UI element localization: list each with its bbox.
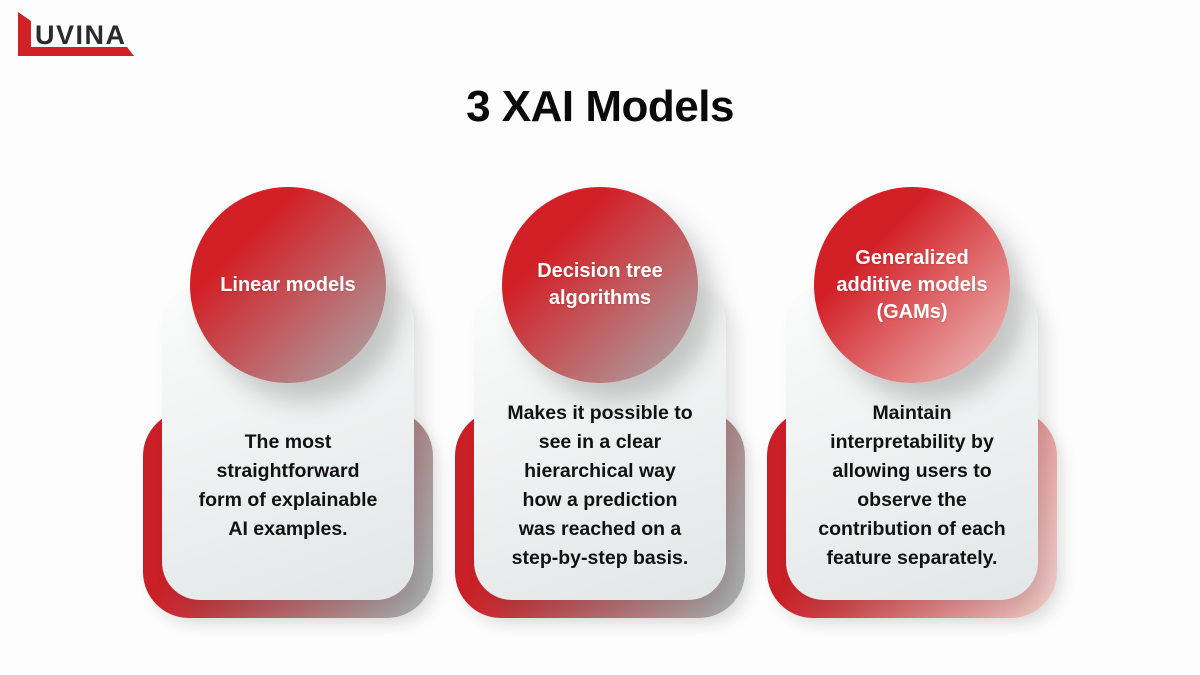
page-title: 3 XAI Models	[466, 82, 734, 131]
logo-l-shape	[18, 12, 31, 56]
model-circle: Decision tree algorithms	[502, 187, 698, 383]
model-name: Generalized additive models (GAMs)	[836, 246, 988, 323]
luvina-logo-graphic: UVINA	[18, 12, 134, 56]
card-description-area: Maintain interpretability by allowing us…	[786, 380, 1038, 592]
model-cards-row: The most straightforward form of explain…	[143, 187, 1057, 647]
logo-text: UVINA	[35, 20, 127, 50]
model-name: Linear models	[220, 273, 356, 296]
model-circle: Generalized additive models (GAMs)	[814, 187, 1010, 383]
card-description: Makes it possible to see in a clear hier…	[507, 402, 693, 569]
card-description-area: Makes it possible to see in a clear hier…	[474, 380, 726, 592]
card-panel: The most straightforward form of explain…	[162, 285, 414, 600]
model-card-decision-tree: Makes it possible to see in a clear hier…	[455, 187, 745, 647]
logo-underline-bar	[18, 47, 134, 56]
card-description-area: The most straightforward form of explain…	[162, 380, 414, 592]
card-description: Maintain interpretability by allowing us…	[818, 402, 1006, 569]
model-card-linear-models: The most straightforward form of explain…	[143, 187, 433, 647]
brand-logo: UVINA	[14, 8, 144, 64]
model-card-gams: Maintain interpretability by allowing us…	[767, 187, 1057, 647]
card-description: The most straightforward form of explain…	[198, 431, 378, 540]
model-name: Decision tree algorithms	[537, 260, 663, 309]
model-circle: Linear models	[190, 187, 386, 383]
